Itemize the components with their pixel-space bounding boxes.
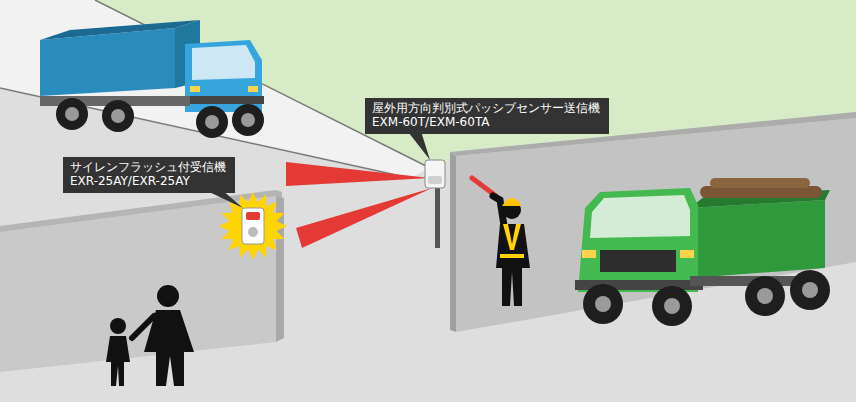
flash-burst (219, 192, 287, 260)
siren-flash-receiver (242, 208, 264, 244)
truck-wheel (652, 286, 692, 326)
truck-windshield (192, 45, 255, 80)
callout-title: サイレンフラッシュ付受信機 (70, 160, 228, 174)
model-number: EXM-60T/EXM-60TA (372, 115, 602, 129)
truck-light (582, 250, 596, 258)
truck-load-log (710, 178, 810, 188)
adult-head (157, 285, 179, 307)
sensor-lens (428, 176, 442, 184)
callout-box: サイレンフラッシュ付受信機EXR-25AY/EXR-25AY (63, 157, 235, 193)
flag-worker (472, 178, 530, 306)
adult-arm (132, 316, 154, 338)
truck-wheel (745, 276, 785, 316)
blue-dump-truck (40, 20, 264, 138)
truck-light (680, 250, 694, 258)
truck-hub (111, 109, 125, 123)
sensor-beam (286, 162, 430, 186)
truck-windshield (590, 195, 690, 238)
truck-wheel (56, 98, 88, 130)
truck-light (248, 86, 258, 92)
truck-hub (757, 288, 773, 304)
worker-vest (503, 224, 521, 250)
truck-bumper (188, 96, 264, 104)
truck-light (190, 86, 200, 92)
truck-hub (802, 282, 818, 298)
green-dump-truck (575, 178, 830, 326)
truck-wheel (583, 284, 623, 324)
truck-grille (600, 250, 676, 272)
worker-vest-band (500, 254, 524, 258)
receiver-speaker (248, 227, 258, 237)
truck-hub (241, 113, 255, 127)
passive-sensor-transmitter (425, 160, 445, 188)
worker-body (496, 224, 530, 306)
callout-box: 屋外用方向判別式パッシブセンサー送信機EXM-60T/EXM-60TA (365, 98, 609, 134)
pedestrians (106, 285, 194, 386)
truck-hub (595, 296, 611, 312)
truck-hub (205, 115, 219, 129)
sensor-beam (296, 188, 432, 248)
worker-helmet (502, 198, 522, 206)
receiver-lamp (246, 212, 260, 220)
truck-bed (40, 28, 175, 96)
truck-hub (664, 298, 680, 314)
truck-wheel (790, 270, 830, 310)
truck-wheel (102, 100, 134, 132)
road-edge (0, 88, 410, 178)
truck-bed (690, 200, 825, 278)
truck-hub (65, 107, 79, 121)
truck-wheel (196, 106, 228, 138)
truck-wheel (232, 104, 264, 136)
right-wall-side (450, 152, 456, 332)
callout-title: 屋外用方向判別式パッシブセンサー送信機 (372, 101, 602, 115)
truck-cab (578, 188, 698, 292)
child-head (110, 318, 126, 334)
road (0, 0, 430, 178)
sensor-pole (435, 184, 440, 248)
child-body (106, 336, 130, 386)
model-number: EXR-25AY/EXR-25AY (70, 174, 228, 188)
